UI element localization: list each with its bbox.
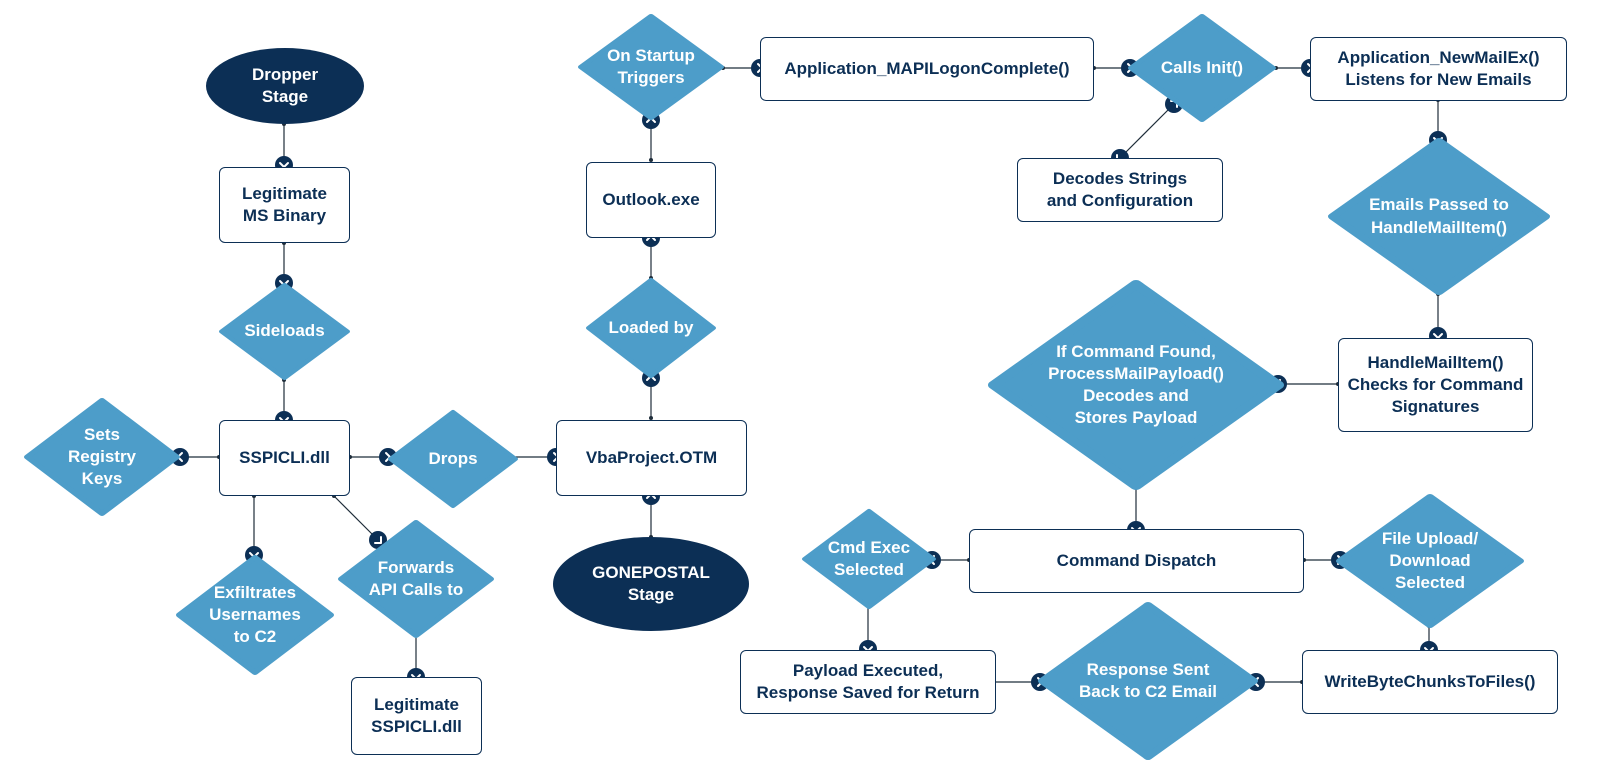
- cmd-exec-selected-label: Cmd Exec Selected: [827, 537, 911, 579]
- if-command-found-label: If Command Found, ProcessMailPayload() D…: [1048, 341, 1224, 428]
- legitimate-ms-binary-node: Legitimate MS Binary: [219, 167, 350, 243]
- vbaproject-otm-label: VbaProject.OTM: [585, 447, 718, 467]
- decodes-strings-node: Decodes Strings and Configuration: [1017, 158, 1223, 222]
- forwards-api-calls-label: Forwards API Calls to: [368, 557, 464, 599]
- legitimate-sspicli-dll-node: Legitimate SSPICLI.dll: [351, 677, 482, 755]
- file-upload-selected-label: File Upload/ Download Selected: [1381, 528, 1479, 593]
- sets-registry-keys-decision: Sets Registry Keys: [24, 398, 180, 516]
- emails-passed-label: Emails Passed to HandleMailItem(): [1369, 195, 1509, 237]
- outlook-exe-node: Outlook.exe: [586, 162, 716, 238]
- drops-label: Drops: [428, 448, 478, 468]
- response-sent-decision: Response Sent Back to C2 Email: [1038, 602, 1258, 760]
- file-upload-selected-decision: File Upload/ Download Selected: [1336, 494, 1524, 628]
- sets-registry-keys-label: Sets Registry Keys: [67, 424, 137, 489]
- outlook-exe-label: Outlook.exe: [602, 189, 700, 209]
- on-startup-triggers-decision: On Startup Triggers: [578, 14, 724, 121]
- handle-mail-item-node: HandleMailItem() Checks for Command Sign…: [1338, 338, 1533, 432]
- command-dispatch-node: Command Dispatch: [969, 529, 1304, 593]
- response-sent-label: Response Sent Back to C2 Email: [1079, 659, 1217, 701]
- on-startup-triggers-label: On Startup Triggers: [607, 45, 695, 87]
- sspicli-dll-node: SSPICLI.dll: [219, 420, 350, 496]
- gonepostal-stage-node: GONEPOSTAL Stage: [553, 537, 749, 631]
- dropper-stage-label: Dropper Stage: [251, 64, 319, 106]
- payload-executed-node: Payload Executed, Response Saved for Ret…: [740, 650, 996, 714]
- new-mail-ex-label: Application_NewMailEx() Listens for New …: [1337, 47, 1540, 89]
- emails-passed-decision: Emails Passed to HandleMailItem(): [1328, 138, 1550, 295]
- if-command-found-decision: If Command Found, ProcessMailPayload() D…: [988, 280, 1284, 490]
- legitimate-ms-binary-label: Legitimate MS Binary: [241, 183, 328, 225]
- new-mail-ex-node: Application_NewMailEx() Listens for New …: [1310, 37, 1567, 101]
- forwards-api-calls-decision: Forwards API Calls to: [338, 520, 494, 638]
- legitimate-sspicli-dll-label: Legitimate SSPICLI.dll: [371, 694, 462, 736]
- sideloads-decision: Sideloads: [219, 283, 350, 380]
- drops-decision: Drops: [388, 410, 518, 508]
- decodes-strings-label: Decodes Strings and Configuration: [1046, 168, 1194, 210]
- loaded-by-decision: Loaded by: [586, 278, 716, 378]
- mapi-logon-complete-node: Application_MAPILogonComplete(): [760, 37, 1094, 101]
- sideloads-label: Sideloads: [244, 321, 325, 341]
- calls-init-label: Calls Init(): [1160, 57, 1244, 77]
- write-byte-chunks-label: WriteByteChunksToFiles(): [1324, 671, 1536, 691]
- payload-executed-label: Payload Executed, Response Saved for Ret…: [756, 660, 980, 702]
- command-dispatch-label: Command Dispatch: [1056, 550, 1217, 570]
- calls-init-decision: Calls Init(): [1128, 14, 1276, 122]
- vbaproject-otm-node: VbaProject.OTM: [556, 420, 747, 496]
- exfiltrates-usernames-decision: Exfiltrates Usernames to C2: [176, 555, 335, 675]
- sspicli-dll-label: SSPICLI.dll: [239, 447, 330, 467]
- mapi-logon-complete-label: Application_MAPILogonComplete(): [784, 58, 1070, 78]
- loaded-by-label: Loaded by: [608, 317, 694, 337]
- handle-mail-item-label: HandleMailItem() Checks for Command Sign…: [1347, 352, 1524, 417]
- gonepostal-stage-label: GONEPOSTAL Stage: [592, 562, 710, 604]
- dropper-stage-node: Dropper Stage: [206, 48, 364, 124]
- cmd-exec-selected-decision: Cmd Exec Selected: [802, 509, 936, 609]
- exfiltrates-usernames-label: Exfiltrates Usernames to C2: [209, 582, 301, 647]
- write-byte-chunks-node: WriteByteChunksToFiles(): [1302, 650, 1558, 714]
